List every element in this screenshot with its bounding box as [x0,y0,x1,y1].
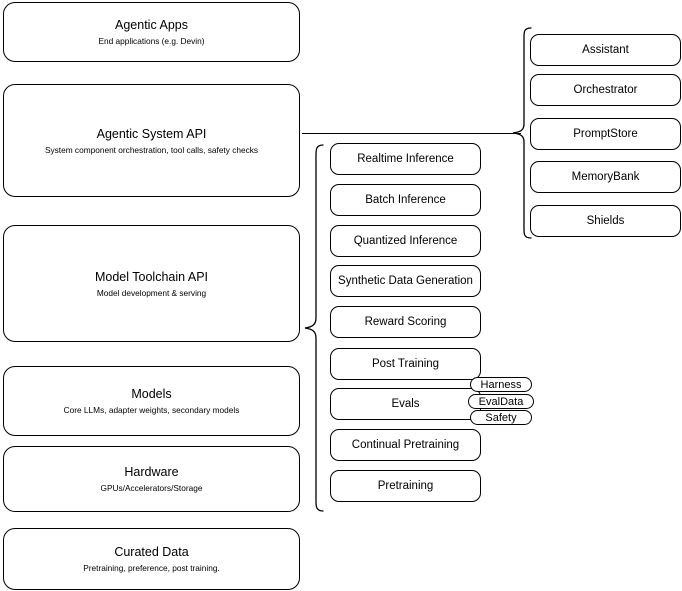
node-reward-scoring[interactable]: Reward Scoring [330,306,481,338]
layer-title: Models [131,387,172,401]
layer-subtitle: End applications (e.g. Devin) [98,36,205,46]
tag-label: Harness [480,378,522,391]
layer-models[interactable]: Models Core LLMs, adapter weights, secon… [3,366,300,436]
tag-evaldata[interactable]: EvalData [468,394,534,409]
layer-title: Agentic System API [96,126,207,141]
connector-agentic-system-api-to-system-components [302,133,521,134]
node-label: Shields [586,215,625,227]
layer-subtitle: System component orchestration, tool cal… [44,144,259,155]
layer-agentic-system-api[interactable]: Agentic System API System component orch… [3,84,300,197]
node-label: Evals [391,398,420,410]
node-label: Reward Scoring [364,316,447,328]
node-evals[interactable]: Evals [330,388,481,420]
node-label: Batch Inference [365,194,446,206]
node-label: Synthetic Data Generation [338,275,473,287]
node-promptstore[interactable]: PromptStore [530,118,681,150]
node-continual-pretraining[interactable]: Continual Pretraining [330,429,481,461]
layer-curated-data[interactable]: Curated Data Pretraining, preference, po… [3,528,300,590]
node-assistant[interactable]: Assistant [530,34,681,66]
brace-agentic-system-components [511,26,533,240]
layer-agentic-apps[interactable]: Agentic Apps End applications (e.g. Devi… [3,2,300,62]
node-quantized-inference[interactable]: Quantized Inference [330,225,481,257]
node-memorybank[interactable]: MemoryBank [530,161,681,193]
tag-label: Safety [485,411,517,424]
tag-label: EvalData [478,395,524,408]
tag-safety[interactable]: Safety [470,410,532,425]
layer-subtitle: Core LLMs, adapter weights, secondary mo… [63,405,240,415]
node-label: Post Training [371,358,440,370]
layer-subtitle: Model development & serving [96,287,207,298]
node-realtime-inference[interactable]: Realtime Inference [330,143,481,175]
layer-title: Hardware [124,465,179,479]
layer-model-toolchain-api[interactable]: Model Toolchain API Model development & … [3,225,300,342]
node-label: Orchestrator [573,84,638,96]
brace-model-toolchain-components [303,143,325,521]
node-label: Realtime Inference [357,153,454,165]
node-synthetic-data-generation[interactable]: Synthetic Data Generation [330,265,481,297]
node-pretraining[interactable]: Pretraining [330,470,481,502]
node-shields[interactable]: Shields [530,205,681,237]
node-label: Continual Pretraining [351,439,460,451]
layer-title: Model Toolchain API [94,269,209,284]
layer-subtitle: GPUs/Accelerators/Storage [100,483,203,493]
node-label: Assistant [582,44,629,56]
node-label: Pretraining [377,480,434,492]
layer-subtitle: Pretraining, preference, post training. [83,563,220,573]
layer-hardware[interactable]: Hardware GPUs/Accelerators/Storage [3,446,300,512]
tag-harness[interactable]: Harness [470,377,532,392]
node-label: MemoryBank [571,171,640,183]
node-label: PromptStore [573,128,638,140]
node-post-training[interactable]: Post Training [330,348,481,380]
node-label: Quantized Inference [353,235,458,247]
node-orchestrator[interactable]: Orchestrator [530,74,681,106]
layer-title: Curated Data [114,545,189,559]
layer-title: Agentic Apps [115,18,188,32]
node-batch-inference[interactable]: Batch Inference [330,184,481,216]
